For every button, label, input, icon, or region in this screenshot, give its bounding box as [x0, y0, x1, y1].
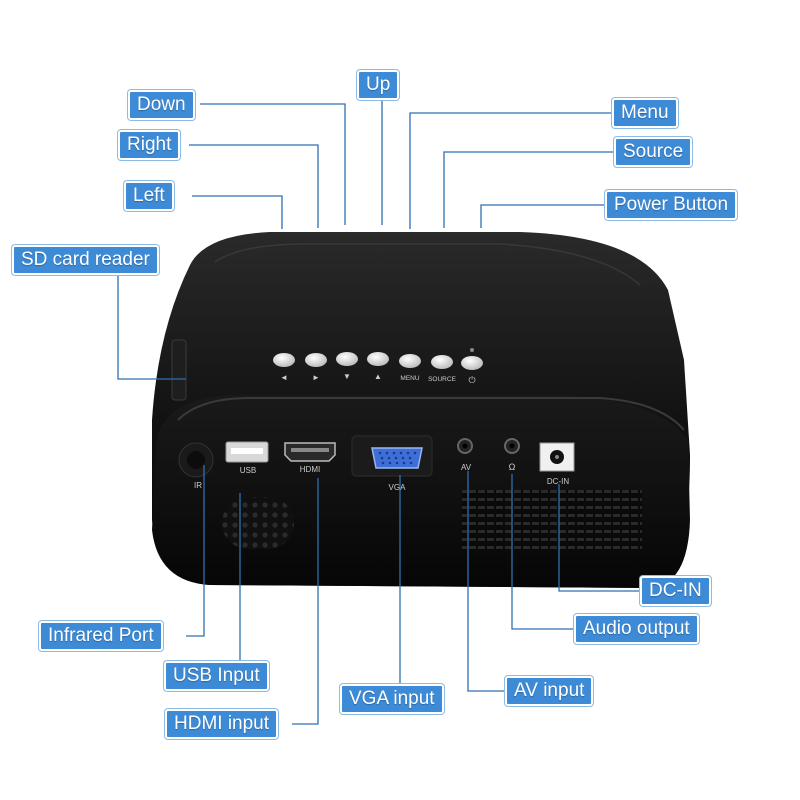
down-label: Down: [128, 90, 195, 120]
power-icon: ⏻: [468, 375, 475, 385]
hdmi-input-label: HDMI input: [165, 709, 279, 739]
down-button[interactable]: [336, 352, 358, 366]
dc-in-print: DC-IN: [547, 477, 569, 486]
vga-input-label: VGA input: [340, 684, 444, 714]
av-input-label: AV input: [505, 676, 594, 706]
dc-in-label: DC-IN: [640, 576, 711, 606]
menu-button[interactable]: [399, 354, 421, 368]
up-button[interactable]: [367, 352, 389, 366]
right-button[interactable]: [305, 353, 327, 367]
audio-output-label: Audio output: [574, 614, 699, 644]
ports: IR USB HDMI VGA AV Ω DC-IN: [178, 435, 642, 550]
power-button-label: Power Button: [605, 190, 738, 220]
menu-print: MENU: [400, 375, 419, 382]
up-label: Up: [357, 70, 400, 100]
right-arrow-icon: ►: [312, 373, 320, 382]
menu-label: Menu: [612, 98, 678, 128]
leader-lines: [117, 100, 640, 725]
source-print: SOURCE: [428, 376, 456, 383]
source-label: Source: [614, 137, 693, 167]
infrared-port-label: Infrared Port: [39, 621, 163, 651]
left-label: Left: [124, 181, 174, 211]
av-print: AV: [461, 463, 472, 472]
hdmi-print: HDMI: [300, 465, 320, 474]
sd-card-reader-label: SD card reader: [12, 245, 159, 275]
power-button[interactable]: [461, 356, 483, 370]
down-arrow-icon: ▼: [343, 372, 351, 381]
right-label: Right: [118, 130, 181, 160]
control-buttons: ◄ ► ▼ ▲ MENU SOURCE ⏻: [273, 348, 483, 385]
up-arrow-icon: ▲: [374, 372, 382, 381]
vga-print: VGA: [389, 483, 407, 492]
left-arrow-icon: ◄: [280, 373, 288, 382]
headphone-icon: Ω: [509, 462, 516, 472]
left-button[interactable]: [273, 353, 295, 367]
usb-print: USB: [240, 466, 256, 475]
power-led: [470, 348, 474, 352]
source-button[interactable]: [431, 355, 453, 369]
ir-print: IR: [194, 481, 202, 490]
vent-grille: [462, 490, 642, 550]
usb-input-label: USB Input: [164, 661, 269, 691]
speaker-grille: [222, 497, 294, 549]
